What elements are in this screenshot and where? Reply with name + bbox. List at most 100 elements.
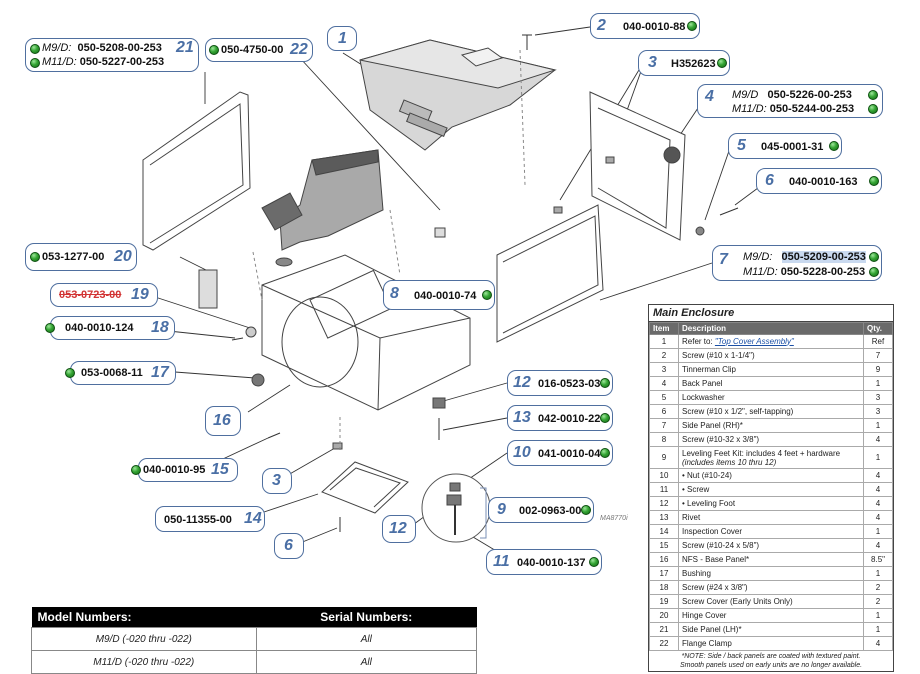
model-serial-table: Model Numbers: Serial Numbers: M9/D (-02… xyxy=(31,607,478,674)
qty-cell: 1 xyxy=(863,566,893,581)
item-number: 1 xyxy=(338,30,347,47)
item-cell: 22 xyxy=(649,636,679,651)
item-cell: 18 xyxy=(649,580,679,595)
callout-3: 3 H352623 xyxy=(638,50,730,76)
part-number: 053-1277-00 xyxy=(42,251,105,263)
item-number: 14 xyxy=(244,510,262,527)
callout-15: 040-0010-95 15 xyxy=(131,458,238,482)
callout-14: 050-11355-00 14 xyxy=(155,506,265,532)
part-number: 050-5226-00-253 xyxy=(767,89,852,101)
callout-22: 050-4750-00 22 xyxy=(205,38,313,62)
column-header-description: Description xyxy=(678,322,864,335)
top-cover-assembly-link[interactable]: "Top Cover Assembly" xyxy=(714,336,794,346)
green-dot-icon xyxy=(600,448,610,458)
model-label: M9/D xyxy=(732,89,759,101)
qty-cell: 4 xyxy=(863,496,893,511)
callout-17: 053-0068-11 17 xyxy=(65,361,176,385)
green-dot-icon xyxy=(869,176,879,186)
item-number: 15 xyxy=(211,461,229,478)
part-number: 040-0010-137 xyxy=(517,557,586,569)
description-text: Side Panel (RH)* xyxy=(682,420,743,430)
green-dot-icon xyxy=(131,465,141,475)
green-dot-icon xyxy=(581,505,591,515)
green-dot-icon xyxy=(869,267,879,277)
part-number: 050-5208-00-253 xyxy=(77,42,162,54)
callout-6-lower: 6 xyxy=(274,533,304,559)
description-cell: Screw (#24 x 3/8") xyxy=(678,580,864,595)
callout-12: 12 016-0523-03 xyxy=(507,370,613,396)
callout-7: 7 M9/D: 050-5209-00-253 M11/D: 050-5228-… xyxy=(712,245,882,281)
item-cell: 9 xyxy=(649,446,679,469)
item-cell: 4 xyxy=(649,376,679,391)
description-text: • Nut (#10-24) xyxy=(682,470,732,480)
green-dot-icon xyxy=(30,252,40,262)
callout-3-lower: 3 xyxy=(262,468,292,494)
description-cell: Side Panel (LH)* xyxy=(678,622,864,637)
item-number: 7 xyxy=(719,251,728,268)
item-cell: 16 xyxy=(649,552,679,567)
item-cell: 8 xyxy=(649,432,679,447)
part-number-highlighted: 050-5209-00-253 xyxy=(781,251,866,263)
item-number: 16 xyxy=(213,412,231,429)
item-number: 12 xyxy=(389,520,407,537)
item-number: 10 xyxy=(513,444,531,461)
description-text: Back Panel xyxy=(682,378,723,388)
item-number: 19 xyxy=(131,286,149,303)
qty-cell: 4 xyxy=(863,538,893,553)
green-dot-icon xyxy=(30,58,40,68)
description-text: Refer to: xyxy=(682,336,715,346)
item-number: 22 xyxy=(290,41,308,58)
drawing-ref: MA8770i xyxy=(600,515,628,522)
item-cell: 10 xyxy=(649,468,679,483)
serial-cell: All xyxy=(255,627,478,651)
description-text: • Leveling Foot xyxy=(682,498,736,508)
description-cell: Side Panel (RH)* xyxy=(678,418,864,433)
description-text: Bushing xyxy=(682,568,711,578)
description-text: Screw Cover (Early Units Only) xyxy=(682,596,793,606)
table-title: Main Enclosure xyxy=(649,305,893,322)
description-text: Rivet xyxy=(682,512,701,522)
qty-cell: 8.5" xyxy=(863,552,893,567)
description-cell: Screw Cover (Early Units Only) xyxy=(678,594,864,609)
qty-cell: 4 xyxy=(863,468,893,483)
callout-9: 9 002-0963-00 xyxy=(488,497,594,523)
item-cell: 12 xyxy=(649,496,679,511)
description-text: Flange Clamp xyxy=(682,638,732,648)
description-text: Screw (#10 x 1/2", self-tapping) xyxy=(682,406,794,416)
description-cell: • Nut (#10-24) xyxy=(678,468,864,483)
table-note: *NOTE: Side / back panels are coated wit… xyxy=(681,653,861,660)
item-cell: 14 xyxy=(649,524,679,539)
part-number: 002-0963-00 xyxy=(519,505,582,517)
callout-21: M9/D: 050-5208-00-253 M11/D: 050-5227-00… xyxy=(25,38,199,72)
qty-cell: 2 xyxy=(863,594,893,609)
column-header-serial: Serial Numbers: xyxy=(256,607,477,628)
callout-2: 2 040-0010-88 xyxy=(590,13,700,39)
qty-cell: 1 xyxy=(863,608,893,623)
model-label: M11/D: xyxy=(732,103,767,115)
part-number: H352623 xyxy=(671,58,716,70)
item-cell: 6 xyxy=(649,404,679,419)
item-number: 5 xyxy=(737,137,746,154)
green-dot-icon xyxy=(45,323,55,333)
description-cell: Screw (#10 x 1-1/4") xyxy=(678,348,864,363)
description-text: Hinge Cover xyxy=(682,610,727,620)
part-number: 016-0523-03 xyxy=(538,378,601,390)
qty-cell: 1 xyxy=(863,376,893,391)
qty-cell: 7 xyxy=(863,348,893,363)
qty-cell: Ref xyxy=(863,334,893,349)
green-dot-icon xyxy=(829,141,839,151)
description-cell: Back Panel xyxy=(678,376,864,391)
item-number: 18 xyxy=(151,319,169,336)
description-cell: Leveling Feet Kit: includes 4 feet + har… xyxy=(678,446,864,469)
part-number: 040-0010-88 xyxy=(623,21,686,33)
